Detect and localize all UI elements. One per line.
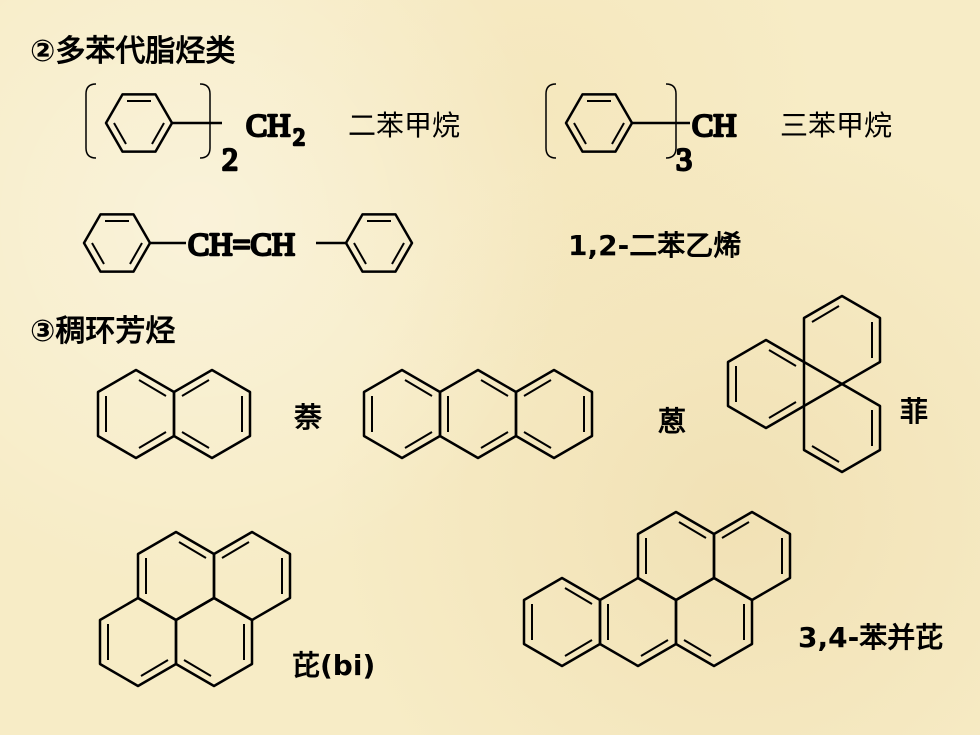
benzene-ring-right [344,213,414,273]
polyphenyl-heading: ②多苯代脂烃类 [30,34,236,69]
diphenylmethane-structure [85,83,222,159]
double-bond-lines [573,100,625,145]
benzopyrene-name: 3,4-苯并芘 [798,621,944,654]
ch-group: CH [692,107,736,143]
stilbene-structure [82,213,414,273]
triphenylmethane-structure [545,83,690,159]
double-bond-lines [113,100,165,145]
diphenylmethane-name: 二苯甲烷 [348,109,461,142]
phenanthrene-name: 菲 [900,395,929,428]
fused-ring-heading: ③稠环芳烃 [30,314,176,349]
naphthalene-name: 萘 [294,401,323,434]
stilbene-name: 1,2-二苯乙烯 [568,229,742,262]
left-bracket [545,83,557,159]
triphenylmethane-name: 三苯甲烷 [780,109,893,142]
ch2-group: CH [246,107,290,143]
double-bond-lines [91,220,143,265]
benzene-ring-left [82,213,152,273]
double-bond-lines [531,521,783,657]
phenanthrene-structure [726,294,882,474]
pyrene-name: 芘(bi) [292,649,376,682]
ch-ch-group: CH=CH [188,226,295,262]
double-bond-lines [735,305,873,463]
left-bracket [85,83,97,159]
right-bracket [199,83,211,159]
ring-count-2: 2 [222,141,238,177]
right-bracket [665,83,677,159]
double-bond-lines [107,541,283,677]
h-subscript: 2 [293,125,305,151]
ring-count-3: 3 [676,141,692,177]
anthracene-name: 蒽 [658,405,687,438]
anthracene-structure [362,368,594,460]
double-bond-lines [353,220,405,265]
benzopyrene-structure [522,510,792,668]
benzene-ring [564,93,634,153]
double-bond-lines [371,379,585,449]
pyrene-structure [98,530,292,688]
benzene-ring [104,93,174,153]
naphthalene-structure [96,368,252,460]
double-bond-lines [105,379,243,449]
